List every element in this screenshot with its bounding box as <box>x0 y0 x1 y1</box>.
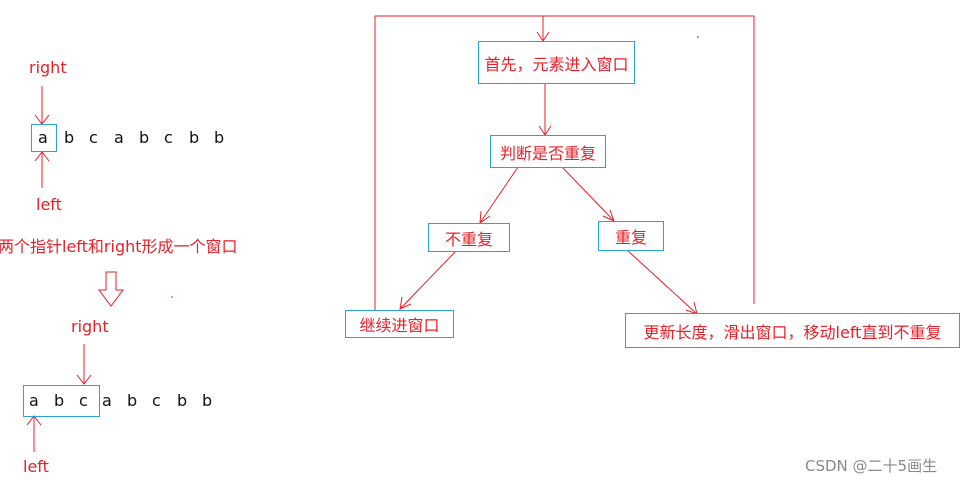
window-box-initial <box>31 124 57 152</box>
seq-char: a <box>114 128 124 147</box>
seq-char: a <box>102 391 112 410</box>
stray-dot-2 <box>171 296 173 298</box>
right-pointer-label-2: right <box>71 317 109 336</box>
seq-char: b <box>177 391 188 410</box>
loop-line <box>374 15 755 310</box>
right-pointer-arrowhead-2 <box>76 374 92 385</box>
left-pointer-label-2: left <box>23 457 49 476</box>
seq-char: b <box>139 128 150 147</box>
window-char: a <box>29 391 39 410</box>
seq-char: c <box>164 128 173 147</box>
seq-char: c <box>89 128 98 147</box>
hollow-down-arrow <box>98 271 124 307</box>
flow-repeat-box: 重复 <box>598 221 664 251</box>
window-char: a <box>38 128 48 147</box>
seq-char: c <box>152 391 161 410</box>
watermark: CSDN @二十5画生 <box>805 457 938 475</box>
flow-continue-box: 继续进窗口 <box>345 310 454 338</box>
flow-enter-box: 首先，元素进入窗口 <box>478 41 635 84</box>
window-char: c <box>79 391 88 410</box>
seq-char: b <box>64 128 75 147</box>
flow-judge-box: 判断是否重复 <box>490 135 606 168</box>
seq-char: b <box>127 391 138 410</box>
right-pointer-label: right <box>29 58 67 77</box>
window-char: b <box>54 391 65 410</box>
caption: 两个指针left和right形成一个窗口 <box>0 237 238 256</box>
seq-char: b <box>214 128 225 147</box>
seq-char: b <box>202 391 213 410</box>
seq-char: b <box>189 128 200 147</box>
flow-no-repeat-box: 不重复 <box>428 223 510 252</box>
stray-dot <box>697 36 699 38</box>
window-box-expanded <box>23 385 100 417</box>
left-pointer-arrowhead <box>34 151 50 162</box>
flow-update-box: 更新长度，滑出窗口，移动left直到不重复 <box>625 313 960 348</box>
left-pointer-label: left <box>36 195 62 214</box>
